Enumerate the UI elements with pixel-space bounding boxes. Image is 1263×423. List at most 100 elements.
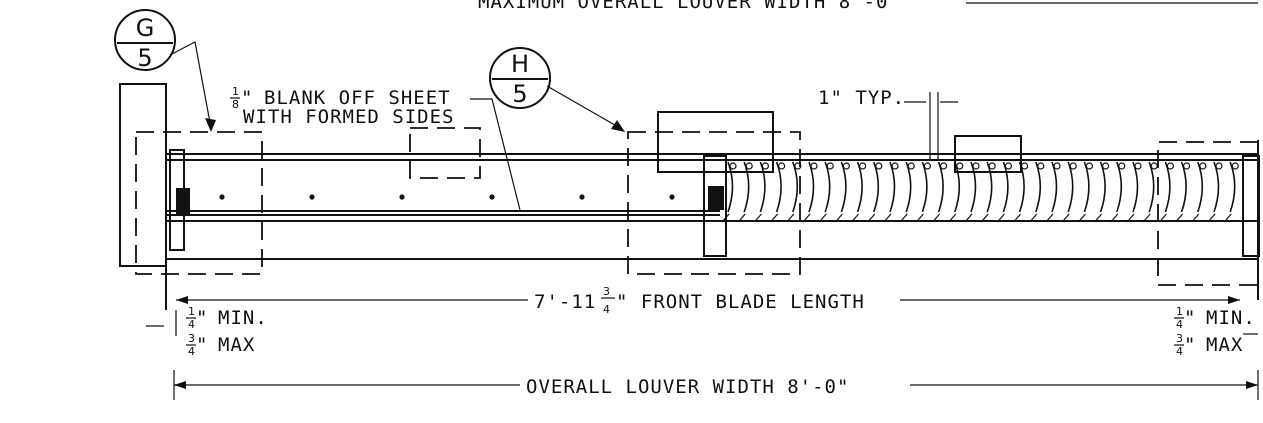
center-mullion	[627, 111, 801, 275]
left-jamb-fastener	[176, 188, 190, 216]
left-min-label: MIN.	[218, 307, 268, 329]
blank-off-note: 1 8 " BLANK OFF SHEET WITH FORMED SIDES	[230, 85, 521, 211]
blade-tail	[721, 213, 730, 223]
blade-nose	[858, 162, 867, 170]
blade-profile	[792, 161, 799, 213]
blade-nose	[907, 162, 915, 170]
callout-h5-circle	[489, 47, 551, 109]
right-max-inch: "	[1184, 334, 1196, 356]
right-min-inch: "	[1184, 307, 1196, 329]
blade-tail	[867, 213, 876, 223]
blank-off-frac-num: 1	[232, 85, 239, 98]
callout-g5-arrowhead	[205, 118, 216, 132]
right-max-label: MAX	[1206, 334, 1243, 356]
blade-profile	[954, 161, 961, 213]
blade-tail	[1029, 213, 1038, 223]
blade-nose	[1215, 162, 1223, 170]
blade-profile	[1164, 161, 1171, 213]
front-blade-frac-den: 4	[603, 303, 610, 316]
blade-profile	[727, 161, 734, 213]
blade-profile	[1083, 161, 1090, 213]
blade-tail	[802, 213, 811, 223]
blade-tail	[1158, 213, 1167, 223]
blade-tail	[1061, 213, 1070, 223]
callout-g5-circle	[114, 9, 176, 71]
top-dimension: MAXIMUM OVERALL LOUVER WIDTH 8'-0"	[478, 0, 1258, 13]
blade-tail	[1094, 213, 1103, 223]
typ-note: 1" TYP.	[818, 87, 958, 160]
blade-tail	[1013, 213, 1022, 223]
blade-nose	[1053, 162, 1061, 170]
right-detail-zone	[1157, 141, 1258, 286]
callout-h5-sheet: 5	[512, 80, 527, 108]
left-max-inch: "	[196, 334, 208, 356]
blade-nose	[939, 162, 948, 170]
front-blade-suffix: " FRONT BLADE LENGTH	[616, 291, 865, 313]
typ-label: 1" TYP.	[818, 87, 905, 109]
blade-tail	[1175, 213, 1184, 223]
blade-nose	[972, 162, 980, 170]
blade-profile	[824, 161, 831, 213]
blade-nose	[761, 162, 770, 170]
blade-tail	[1045, 213, 1054, 223]
blade-nose	[1118, 162, 1126, 170]
blade-tail	[770, 213, 779, 223]
left-detail-zone	[135, 131, 263, 275]
blade-tail	[899, 213, 908, 223]
left-min-frac-den: 4	[188, 318, 195, 331]
blade-profile	[1002, 161, 1009, 213]
blank-off-rivets	[219, 194, 675, 200]
right-min-frac-num: 1	[1176, 305, 1183, 318]
right-min-frac-den: 4	[1176, 318, 1183, 331]
callout-g5-letter: G	[136, 14, 155, 42]
center-mullion-fastener	[708, 186, 724, 210]
blade-nose	[1166, 162, 1175, 170]
right-jamb-channel	[1242, 155, 1260, 257]
left-jamb-outline	[119, 83, 167, 267]
callout-h5-arrowhead	[611, 120, 625, 132]
front-blade-dimension: 7'-11 3 4 " FRONT BLADE LENGTH	[176, 285, 1240, 316]
blade-profile	[1180, 161, 1187, 213]
blade-tail	[964, 213, 973, 223]
blank-off-line2: WITH FORMED SIDES	[243, 106, 454, 128]
blade-profile	[775, 161, 782, 213]
blade-tail	[1223, 213, 1232, 223]
callout-h5-leader	[546, 85, 621, 129]
blade-nose	[1134, 162, 1142, 170]
blade-profile	[1051, 161, 1058, 213]
blade-nose	[745, 162, 753, 170]
right-min-label: MIN.	[1206, 307, 1256, 329]
right-min-max: 1 4 " MIN. 3 4 " MAX	[1174, 305, 1258, 358]
blade-profile	[840, 161, 847, 213]
blade-tail	[996, 213, 1005, 223]
blade-tail	[1207, 213, 1216, 223]
blade-profile	[1132, 161, 1139, 213]
right-max-frac-den: 4	[1176, 345, 1183, 358]
blade-tail	[1191, 213, 1200, 223]
blade-nose	[1101, 162, 1110, 170]
blade-tail	[834, 213, 843, 223]
blade-tail	[932, 213, 941, 223]
blade-profile	[743, 161, 750, 213]
blade-tail	[1126, 213, 1135, 223]
left-max-frac-den: 4	[188, 345, 195, 358]
overall-width-dimension: OVERALL LOUVER WIDTH 8'-0"	[173, 370, 1259, 400]
blade-profile	[970, 161, 977, 213]
blade-tail	[948, 213, 957, 223]
blade-tail	[883, 213, 892, 223]
blade-nose	[1231, 162, 1239, 170]
blade-tail	[753, 213, 762, 223]
blade-tail	[1142, 213, 1151, 223]
blank-off-dashed-box	[409, 127, 481, 179]
right-max-frac-num: 3	[1176, 332, 1183, 345]
blade-profile	[937, 161, 944, 213]
left-min-inch: "	[196, 307, 208, 329]
blank-off-line1: BLANK OFF SHEET	[264, 87, 451, 109]
blade-nose	[1199, 162, 1207, 170]
center-support-box	[657, 111, 774, 173]
blade-nose	[1004, 162, 1013, 170]
blade-nose	[1037, 162, 1045, 170]
blade-profile	[873, 161, 880, 213]
callout-g5-leader	[169, 41, 212, 129]
left-max-frac-num: 3	[188, 332, 195, 345]
